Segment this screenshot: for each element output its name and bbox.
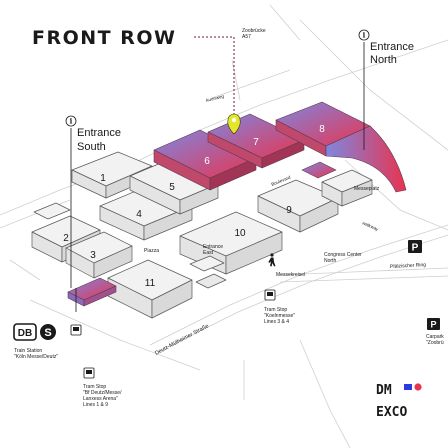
hall-label: 1 bbox=[100, 173, 106, 184]
messeplatz-label: Messeplatz bbox=[354, 186, 380, 192]
congress-center-line2: North bbox=[324, 258, 336, 264]
carpark-line2: "Zoobrü bbox=[426, 340, 444, 346]
street-pfaelzischer-ring: Pfälzischer Ring bbox=[390, 262, 427, 270]
info-icon: i bbox=[358, 29, 370, 41]
walkway-label: walkway bbox=[362, 220, 380, 232]
tram-icon bbox=[83, 367, 95, 379]
svg-text:DM: DM bbox=[376, 383, 392, 398]
auenweg-label: Auenweg bbox=[205, 93, 225, 103]
hall-label: 4 bbox=[136, 209, 142, 220]
svg-text:i: i bbox=[363, 31, 366, 40]
tram-stop-south-line3: Lanxess Arena" bbox=[83, 396, 118, 402]
hall-label: 5 bbox=[169, 182, 175, 193]
entrance-north-line2: North bbox=[370, 54, 397, 66]
train-station-line2: "Köln Messe/Deutz" bbox=[14, 354, 58, 360]
svg-text:i: i bbox=[70, 117, 73, 126]
entrance-south-line2: South bbox=[77, 141, 106, 153]
carpark-line1: Carpark bbox=[426, 334, 444, 340]
entrance-north-canopy bbox=[325, 125, 407, 193]
hall-label: 10 bbox=[234, 228, 246, 239]
parking-icon: P bbox=[427, 318, 440, 330]
buildings bbox=[31, 151, 373, 319]
db-logo-icon: DB bbox=[13, 323, 37, 341]
highlighted-halls bbox=[67, 101, 407, 307]
s-bahn-icon: S bbox=[40, 324, 56, 340]
tram-stop-north-line3: Lines 3 & 4 bbox=[264, 319, 289, 325]
hall-label: 2 bbox=[63, 233, 69, 244]
location-pin-icon bbox=[227, 113, 241, 135]
info-icon: i bbox=[65, 115, 77, 127]
hall-numbers: 1 2 3 4 5 6 7 8 9 10 11 bbox=[63, 124, 325, 289]
svg-text:P: P bbox=[412, 243, 419, 254]
tram-stop-south-line1: Tram Stop bbox=[83, 384, 106, 390]
entrance-east-line1: Entrance bbox=[203, 244, 223, 250]
tram-icon bbox=[70, 324, 82, 336]
hall-label: 8 bbox=[319, 124, 325, 135]
tram-icon bbox=[264, 289, 276, 301]
svg-text:S: S bbox=[44, 327, 51, 339]
parking-icon: P bbox=[408, 240, 422, 254]
plaza-label: Piazza bbox=[144, 248, 159, 254]
hall-label: 11 bbox=[145, 278, 156, 289]
pin-label-line2: A57 bbox=[242, 34, 251, 40]
svg-text:P: P bbox=[430, 320, 436, 330]
hall-label: 9 bbox=[286, 205, 292, 216]
hall-label: 7 bbox=[253, 137, 259, 148]
tram-stop-south-line2: "Bf Deutz/Messe/ bbox=[83, 390, 122, 396]
tram-stop-north-line2: "Koelnmesse" bbox=[264, 313, 295, 319]
tram-stop-north-line1: Tram Stop bbox=[264, 307, 287, 313]
pin-label-line1: Zoobrücke bbox=[242, 28, 266, 34]
entrance-east-line2: East bbox=[203, 250, 214, 256]
svg-text:EXCO: EXCO bbox=[376, 405, 407, 420]
hall-label: 6 bbox=[204, 156, 210, 167]
dmexco-logo: DM EXCO bbox=[376, 383, 422, 420]
entrance-south-line1: Entrance bbox=[77, 127, 121, 139]
pedestrian-icon bbox=[268, 253, 276, 267]
hall-label: 3 bbox=[90, 250, 96, 261]
congress-center-line1: Congress Center bbox=[324, 252, 362, 258]
tram-stop-south-line4: Lines 1 & 9 bbox=[83, 402, 108, 408]
street-deutz-muelheimer: Deutz-Mülheimer Straße bbox=[154, 323, 210, 356]
messekreisel-label: Messekreisel bbox=[276, 272, 305, 278]
brand-title: FRONT ROW bbox=[32, 27, 176, 49]
pin-leader-line bbox=[194, 36, 235, 118]
svg-text:DB: DB bbox=[18, 328, 32, 339]
entrance-north-line1: Entrance bbox=[370, 41, 414, 53]
train-station-line1: Train Station bbox=[14, 348, 42, 354]
